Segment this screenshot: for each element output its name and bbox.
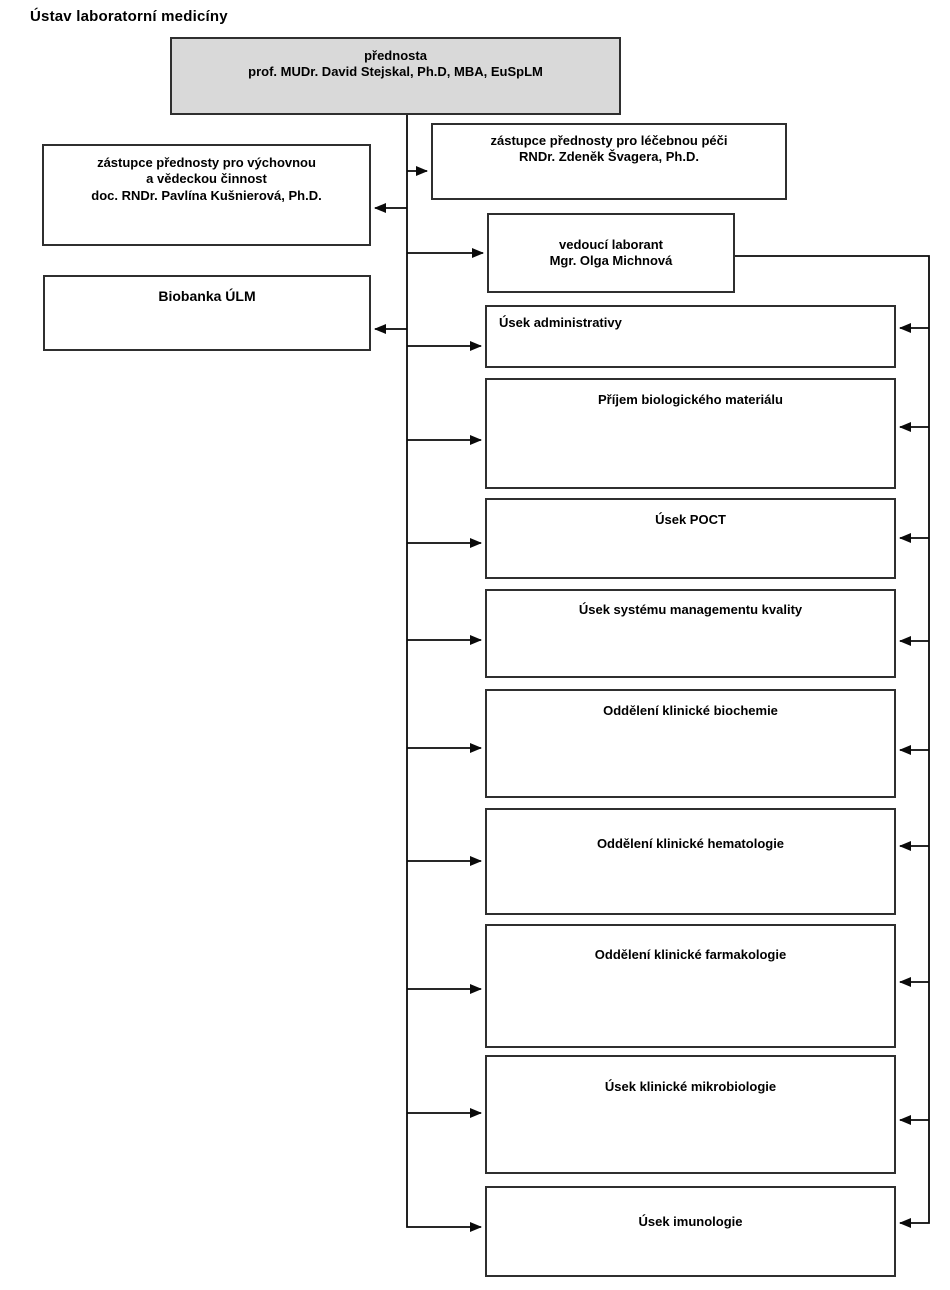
node-deputy-science: zástupce přednosty pro výchovnou a vědec… [42,144,371,246]
node-role: a vědeckou činnost [146,171,267,187]
node-label: Úsek systému managementu kvality [578,602,803,617]
node-person: prof. MUDr. David Stejskal, Ph.D, MBA, E… [248,64,543,80]
node-label: Úsek POCT [655,512,726,527]
node-label: Oddělení klinické biochemie [603,703,778,718]
node-oddeleni-klinicke-biochemie: Oddělení klinické biochemie [485,689,896,798]
node-person: RNDr. Zdeněk Švagera, Ph.D. [519,149,699,165]
node-oddeleni-klinicke-hematologie: Oddělení klinické hematologie [485,808,896,915]
node-label: Úsek administrativy [499,315,622,330]
node-usek-klinicke-mikrobiologie: Úsek klinické mikrobiologie [485,1055,896,1174]
node-label: Příjem biologického materiálu [598,392,783,407]
node-usek-administrativy: Úsek administrativy [485,305,896,368]
node-person: doc. RNDr. Pavlína Kušnierová, Ph.D. [91,187,322,203]
node-label: Biobanka ÚLM [158,288,256,304]
node-deputy-care: zástupce přednosty pro léčebnou péči RND… [431,123,787,200]
node-prednosta: přednosta prof. MUDr. David Stejskal, Ph… [170,37,621,115]
page-title: Ústav laboratorní medicíny [30,8,228,25]
node-label: Oddělení klinické hematologie [596,836,785,851]
node-prijem-biologickeho-materialu: Příjem biologického materiálu [485,378,896,489]
node-usek-systemu-managementu-kvality: Úsek systému managementu kvality [485,589,896,678]
node-label: Úsek imunologie [638,1214,743,1229]
node-person: Mgr. Olga Michnová [549,253,673,268]
node-role: vedoucí laborant [558,236,664,252]
node-oddeleni-klinicke-farmakologie: Oddělení klinické farmakologie [485,924,896,1048]
node-head-laborant: vedoucí laborant Mgr. Olga Michnová [487,213,735,293]
node-role: přednosta [364,48,427,63]
node-role: zástupce přednosty pro výchovnou [97,155,316,170]
node-role: zástupce přednosty pro léčebnou péči [490,133,728,148]
node-label: Oddělení klinické farmakologie [594,947,787,962]
node-biobanka: Biobanka ÚLM [43,275,371,351]
node-usek-poct: Úsek POCT [485,498,896,579]
node-label: Úsek klinické mikrobiologie [604,1079,777,1094]
node-usek-imunologie: Úsek imunologie [485,1186,896,1277]
